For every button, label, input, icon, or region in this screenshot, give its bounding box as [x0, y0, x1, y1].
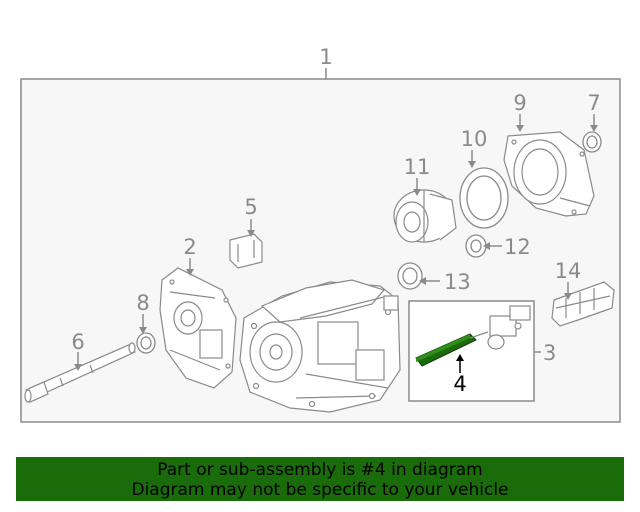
part-4-harness-strip — [415, 333, 477, 367]
callout-12: 12 — [504, 235, 531, 259]
leader-13-arrow — [419, 277, 426, 285]
callout-5: 5 — [244, 195, 257, 219]
leader-2-arrow — [186, 269, 194, 276]
part-6-axle-shaft — [24, 342, 136, 403]
callout-14: 14 — [555, 259, 582, 283]
callout-3: 3 — [543, 341, 556, 365]
banner-line-2: Diagram may not be specific to your vehi… — [131, 480, 509, 500]
leader-9-arrow — [516, 125, 524, 132]
callout-4: 4 — [453, 372, 466, 396]
part-2-housing-cover — [159, 267, 237, 389]
part-14-bracket — [551, 281, 615, 327]
callout-10: 10 — [461, 127, 488, 151]
leader-14-arrow — [564, 293, 572, 300]
callout-13: 13 — [444, 270, 471, 294]
part-info-banner: Part or sub-assembly is #4 in diagram Di… — [16, 457, 624, 501]
part-13-seal — [397, 262, 423, 290]
leader-8-arrow — [139, 327, 147, 334]
part-8-seal — [136, 332, 156, 354]
leader-6-arrow — [74, 364, 82, 371]
leader-4-arrow — [456, 354, 464, 361]
leader-5-arrow — [247, 230, 255, 237]
callout-7: 7 — [587, 91, 600, 115]
part-11-differential — [393, 189, 457, 243]
callout-6: 6 — [71, 330, 84, 354]
leader-10-arrow — [468, 161, 476, 168]
banner-line-1: Part or sub-assembly is #4 in diagram — [157, 460, 483, 480]
main-drive-unit-housing — [239, 279, 401, 413]
leader-12-arrow — [483, 242, 490, 250]
callout-1: 1 — [319, 45, 332, 69]
part-9-case — [503, 131, 595, 217]
callout-11: 11 — [404, 155, 431, 179]
part-10-ring-gear — [459, 167, 509, 229]
part-3-sensor-assembly — [469, 305, 531, 350]
leader-7-arrow — [590, 125, 598, 132]
part-7-seal — [582, 131, 602, 153]
leader-11-arrow — [413, 189, 421, 196]
callout-9: 9 — [513, 91, 526, 115]
part-5-connector — [229, 233, 263, 269]
callout-8: 8 — [136, 291, 149, 315]
callout-2: 2 — [183, 235, 196, 259]
